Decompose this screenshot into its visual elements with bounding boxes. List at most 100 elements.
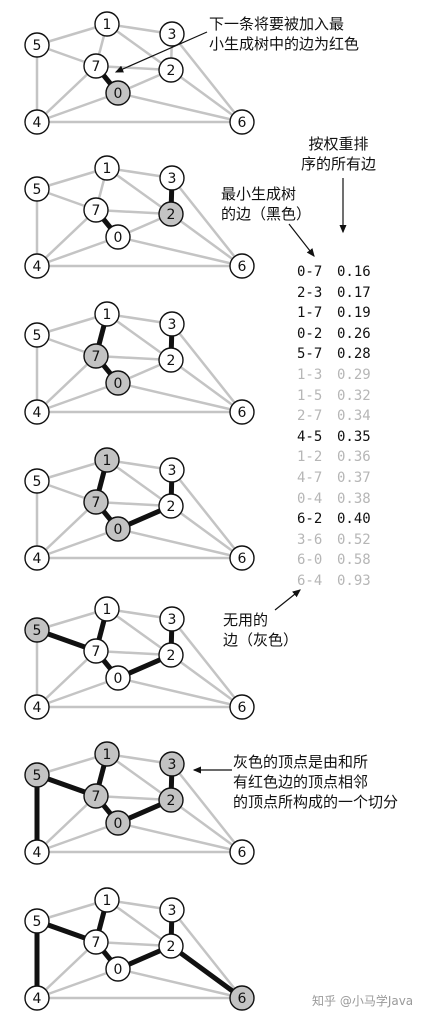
- next-edge-line-1: 下一条将要被加入最: [209, 15, 345, 33]
- vertex-3: [159, 751, 185, 777]
- watermark: 知乎 @小马学Java: [312, 994, 414, 1008]
- graph-edge: [116, 235, 244, 268]
- vertex-label: 5: [33, 474, 42, 490]
- vertex-0: [105, 224, 131, 250]
- vertex-label: 3: [168, 27, 177, 43]
- edge-list-edge: 6-2: [297, 511, 323, 528]
- edge-list-edge: 0-2: [297, 325, 323, 342]
- vertex-0: [105, 370, 131, 396]
- edge-list-edge: 0-4: [297, 490, 323, 507]
- graph-edge: [35, 527, 120, 560]
- edge-list-weight: 0.32: [337, 387, 371, 404]
- graph-edge: [35, 676, 120, 709]
- vertex-label: 4: [33, 115, 42, 131]
- vertex-6: [229, 985, 255, 1011]
- edge-list-row: 6-2 0.40: [297, 509, 377, 530]
- graph-edge: [35, 967, 120, 1000]
- vertex-label: 5: [33, 38, 42, 54]
- graph-edge: [116, 967, 244, 1000]
- graph-edge: [169, 653, 244, 709]
- vertex-3: [159, 606, 185, 632]
- cut-note-line-1: 灰色的顶点是由和所: [233, 753, 369, 771]
- edge-list-row: 1-3 0.29: [297, 365, 377, 386]
- graph-edge: [169, 358, 244, 414]
- graph-edge: [170, 617, 244, 709]
- graph-edge: [35, 821, 120, 854]
- vertex-label: 6: [238, 991, 247, 1007]
- vertex-label: 2: [167, 499, 176, 515]
- graph-edge: [35, 381, 120, 414]
- edge-list-weight: 0.29: [337, 366, 371, 383]
- vertex-label: 3: [168, 171, 177, 187]
- vertex-label: 2: [167, 793, 176, 809]
- graph-edge: [170, 468, 244, 560]
- edge-list-weight: 0.40: [337, 511, 371, 528]
- vertex-label: 3: [168, 317, 177, 333]
- vertex-4: [24, 545, 50, 571]
- vertex-7: [83, 638, 109, 664]
- vertex-4: [24, 694, 50, 720]
- edge-list-weight: 0.35: [337, 428, 371, 445]
- graph-edge: [105, 166, 173, 216]
- vertex-4: [24, 399, 50, 425]
- mst-edges-line-1: 最小生成树: [221, 185, 297, 203]
- vertex-3: [159, 165, 185, 191]
- vertex-7: [83, 783, 109, 809]
- graph-edge: [170, 908, 244, 1000]
- vertex-4: [24, 839, 50, 865]
- graph-edge: [105, 458, 173, 508]
- mst-edges-line-2: 的边（黑色）: [221, 205, 312, 223]
- vertex-1: [94, 155, 120, 181]
- graph-edge: [116, 527, 244, 560]
- graph-edge: [35, 64, 98, 124]
- graph-edge: [35, 500, 98, 560]
- vertex-4: [24, 253, 50, 279]
- vertex-1: [94, 301, 120, 327]
- vertex-7: [83, 343, 109, 369]
- next-edge-line-2: 小生成树中的边为红色: [209, 35, 360, 53]
- graph-edge: [170, 762, 244, 854]
- graph-edge: [105, 312, 173, 362]
- vertex-0: [105, 810, 131, 836]
- sorted-edges-annotation: 按权重排 序的所有边: [301, 134, 376, 174]
- edge-list-edge: 0-7: [297, 264, 323, 280]
- vertex-2: [158, 642, 184, 668]
- vertex-3: [159, 897, 185, 923]
- vertex-label: 7: [92, 644, 101, 660]
- vertex-5: [24, 762, 50, 788]
- vertex-label: 1: [103, 453, 112, 469]
- useless-edges-line-2: 边（灰色）: [223, 631, 299, 649]
- vertex-label: 3: [168, 463, 177, 479]
- graph-edge: [105, 22, 173, 72]
- vertex-label: 7: [92, 935, 101, 951]
- graph-edge: [35, 235, 120, 268]
- vertex-label: 3: [168, 612, 177, 628]
- vertex-2: [158, 787, 184, 813]
- vertex-label: 0: [114, 86, 123, 102]
- sorted-edges-line-1: 按权重排: [308, 135, 369, 153]
- graph-edge: [170, 32, 244, 124]
- mst-edges-arrow: [288, 223, 315, 257]
- vertex-label: 5: [33, 328, 42, 344]
- edge-list-weight: 0.37: [337, 469, 371, 486]
- edge-list-weight: 0.19: [337, 305, 371, 322]
- useless-edges-line-1: 无用的: [223, 611, 269, 629]
- edge-list-edge: 1-3: [297, 366, 323, 383]
- useless-edges-arrow: [274, 589, 301, 611]
- graph-edge: [116, 676, 244, 709]
- graph-edge: [169, 212, 244, 268]
- vertex-label: 4: [33, 405, 42, 421]
- vertex-label: 6: [238, 700, 247, 716]
- vertex-5: [24, 908, 50, 934]
- edge-list-edge: 1-2: [297, 449, 323, 466]
